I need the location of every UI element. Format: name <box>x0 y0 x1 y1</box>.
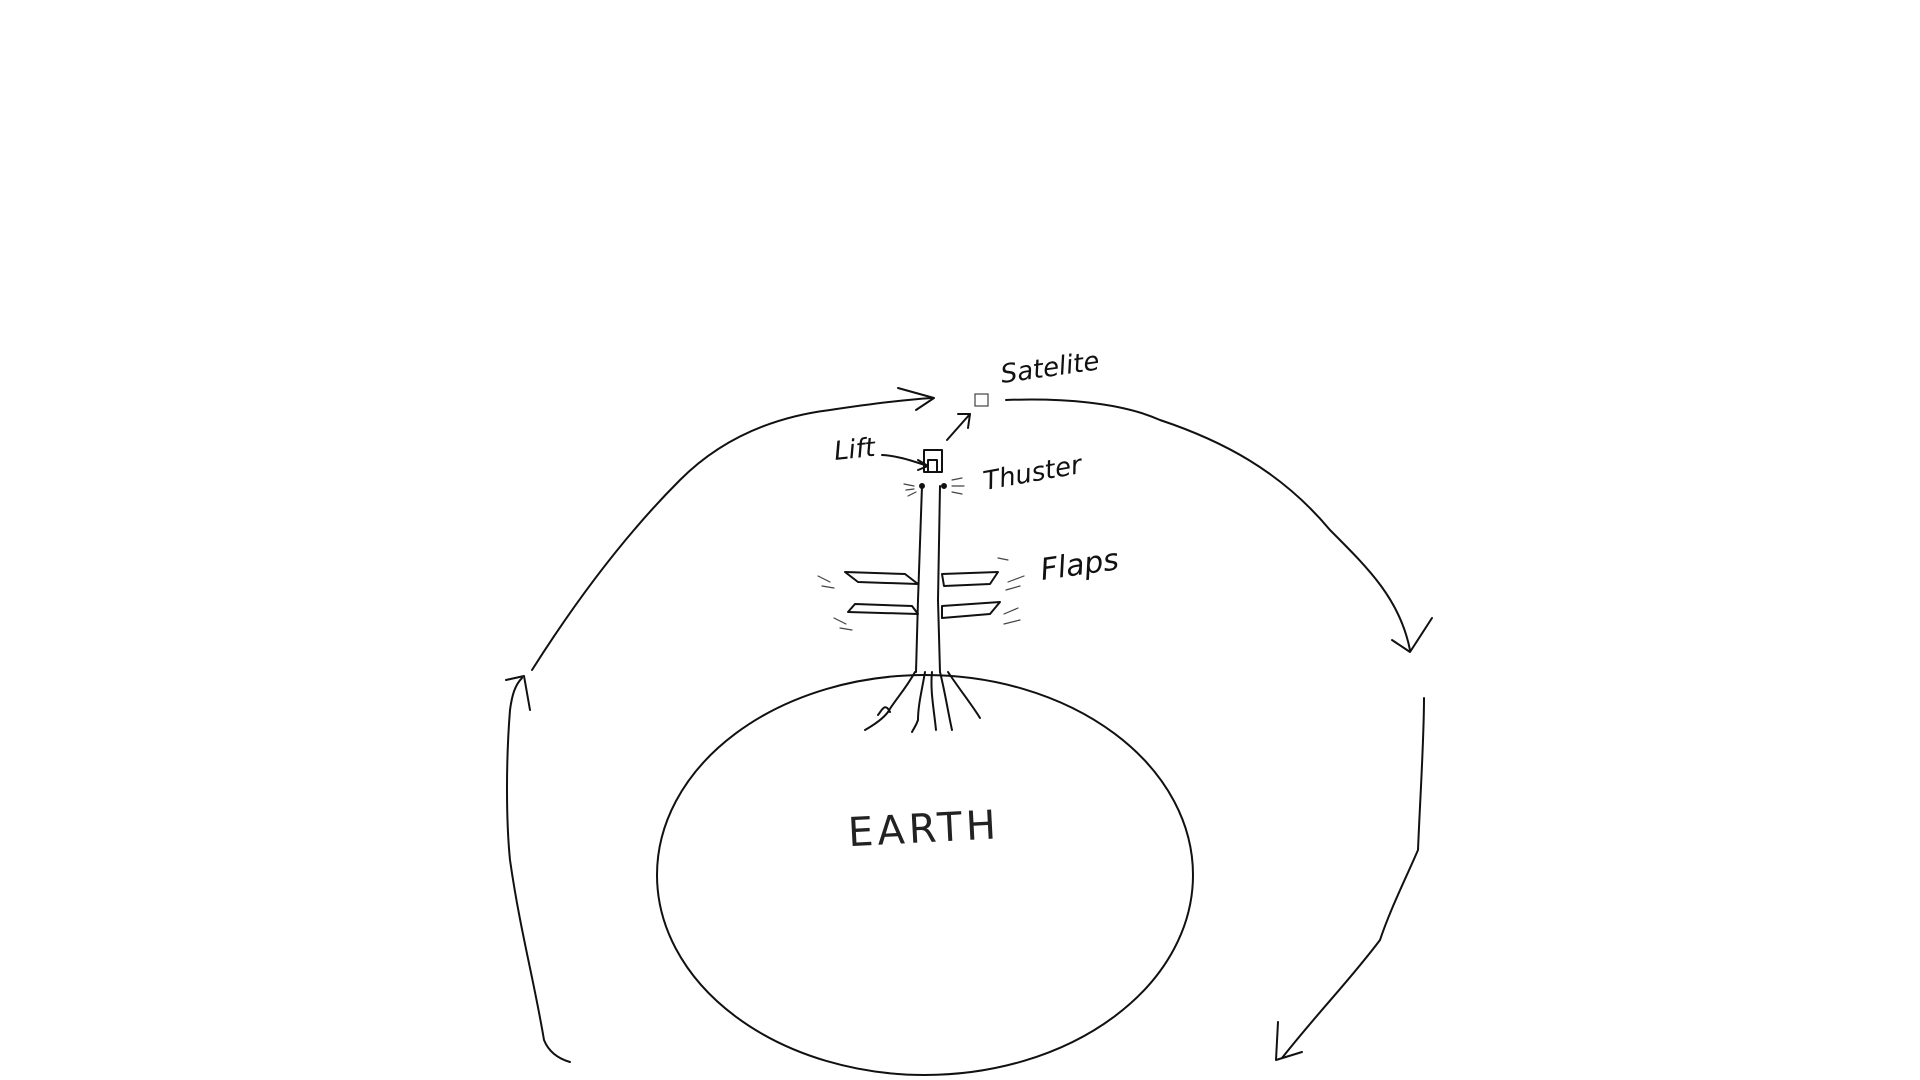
thruster-marks <box>919 483 947 489</box>
flaps-label: Flaps <box>1038 542 1121 588</box>
lift-label: Lift <box>833 433 878 467</box>
orbit-arrow-left <box>505 675 571 1063</box>
lift-car-inner <box>927 459 938 473</box>
tower-shaft <box>915 485 941 673</box>
earth-circle <box>656 674 1194 1076</box>
orbit-arrow-right <box>1275 697 1425 1061</box>
thruster-label: Thuster <box>981 450 1086 497</box>
lift-pointer-arrow <box>881 454 929 471</box>
tower-roots <box>864 671 981 733</box>
flaps <box>844 571 1001 619</box>
orbit-arrow-top-right <box>1005 398 1433 653</box>
orbit-arrow-top-left <box>531 387 935 671</box>
flap-motion-lines <box>817 557 1025 631</box>
satellite-label: Satelite <box>999 346 1101 390</box>
lift-to-satellite-arrow <box>946 413 971 441</box>
earth-label: EARTH <box>847 802 1001 856</box>
thruster-exhaust <box>903 477 965 497</box>
satellite-icon <box>974 393 989 407</box>
